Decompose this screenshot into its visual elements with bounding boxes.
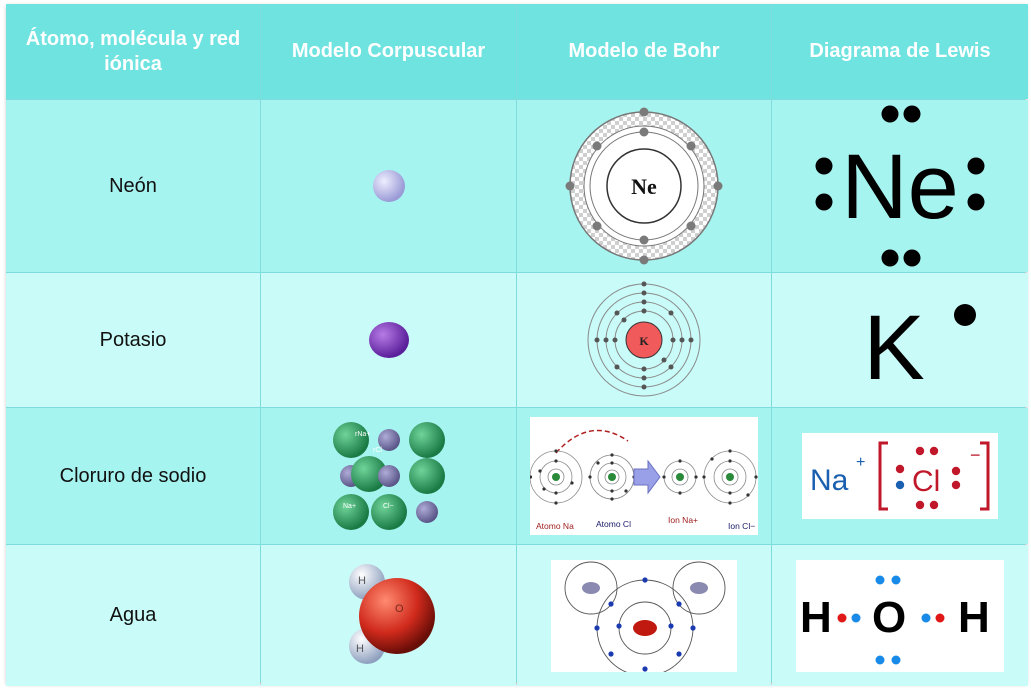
lewis-h: H	[800, 593, 832, 642]
bohr-caption: Atomo Na	[536, 521, 574, 531]
atom-label: H	[356, 643, 364, 655]
water-molecule-model: H O H	[348, 563, 435, 664]
nacl-lattice: rNa+ rCl Na+ Cl−	[332, 422, 445, 530]
header-col-lewis: Diagrama de Lewis	[772, 4, 1028, 99]
row-potasio-name: Potasio	[6, 273, 260, 407]
water-bohr-diagram	[551, 559, 737, 672]
row-neon-bohr: Ne	[517, 100, 771, 272]
valence-electron-dot	[954, 304, 976, 326]
species-name: Potasio	[99, 328, 167, 351]
lattice-label: rNa+	[355, 431, 370, 438]
row-nacl-name: Cloruro de sodio	[6, 408, 260, 544]
row-neon-lewis: Ne	[772, 100, 1028, 272]
lewis-o: O	[872, 593, 906, 642]
atom-label: H	[358, 575, 366, 587]
header-col-species: Átomo, molécula y red iónica	[6, 4, 260, 99]
chemistry-models-table: Átomo, molécula y red iónica Modelo Corp…	[6, 4, 1028, 686]
row-potasio-corpuscular	[261, 273, 516, 407]
lattice-label: Cl−	[383, 503, 394, 510]
bohr-caption: Ion Cl−	[728, 521, 755, 531]
species-name: Cloruro de sodio	[59, 464, 207, 487]
row-agua-corpuscular: H O H	[261, 545, 516, 686]
row-nacl-bohr: Atomo Na Atomo Cl Ion Na+ Ion Cl−	[517, 408, 771, 544]
lewis-cl: Cl	[912, 465, 940, 498]
row-agua-bohr	[517, 545, 771, 686]
species-name: Neón	[109, 174, 157, 197]
lewis-h: H	[958, 593, 990, 642]
header-label: Átomo, molécula y red iónica	[25, 27, 241, 75]
bohr-caption: Ion Na+	[668, 515, 698, 525]
row-potasio-lewis: K	[772, 273, 1028, 407]
potassium-sphere	[368, 322, 409, 358]
water-lewis-diagram: H O H	[796, 559, 1004, 672]
row-potasio-bohr: K	[517, 273, 771, 407]
lattice-label: rCl	[373, 447, 382, 454]
neon-sphere	[372, 170, 405, 202]
header-label: Diagrama de Lewis	[809, 40, 991, 62]
atom-label: O	[395, 603, 404, 615]
header-col-bohr: Modelo de Bohr	[517, 4, 771, 99]
row-nacl-lewis: Na + Cl −	[772, 408, 1028, 544]
row-neon-name: Neón	[6, 100, 260, 272]
species-name: Agua	[109, 604, 157, 626]
bohr-symbol: K	[639, 334, 649, 348]
row-nacl-corpuscular: rNa+ rCl Na+ Cl−	[261, 408, 516, 544]
row-neon-corpuscular	[261, 100, 516, 272]
header-label: Modelo Corpuscular	[291, 40, 486, 62]
lewis-minus: −	[970, 445, 981, 465]
row-agua-name: Agua	[6, 545, 260, 686]
lewis-symbol: Ne	[841, 136, 959, 238]
lewis-na: Na	[810, 464, 849, 497]
potassium-bohr-diagram: K	[587, 281, 701, 397]
nacl-bohr-diagram: Atomo Na Atomo Cl Ion Na+ Ion Cl−	[530, 417, 758, 535]
header-col-corpuscular: Modelo Corpuscular	[261, 4, 516, 99]
bohr-caption: Atomo Cl	[596, 519, 631, 529]
nacl-lewis-diagram: Na + Cl −	[802, 433, 998, 519]
neon-bohr-diagram: Ne	[565, 107, 723, 265]
header-label: Modelo de Bohr	[568, 40, 720, 62]
lewis-symbol: K	[863, 297, 924, 399]
potassium-lewis-diagram: K	[863, 297, 976, 399]
row-agua-lewis: H O H	[772, 545, 1028, 686]
bohr-symbol: Ne	[631, 174, 657, 199]
neon-lewis-diagram: Ne	[815, 105, 985, 267]
lattice-label: Na+	[343, 503, 356, 510]
lewis-plus: +	[856, 454, 865, 471]
